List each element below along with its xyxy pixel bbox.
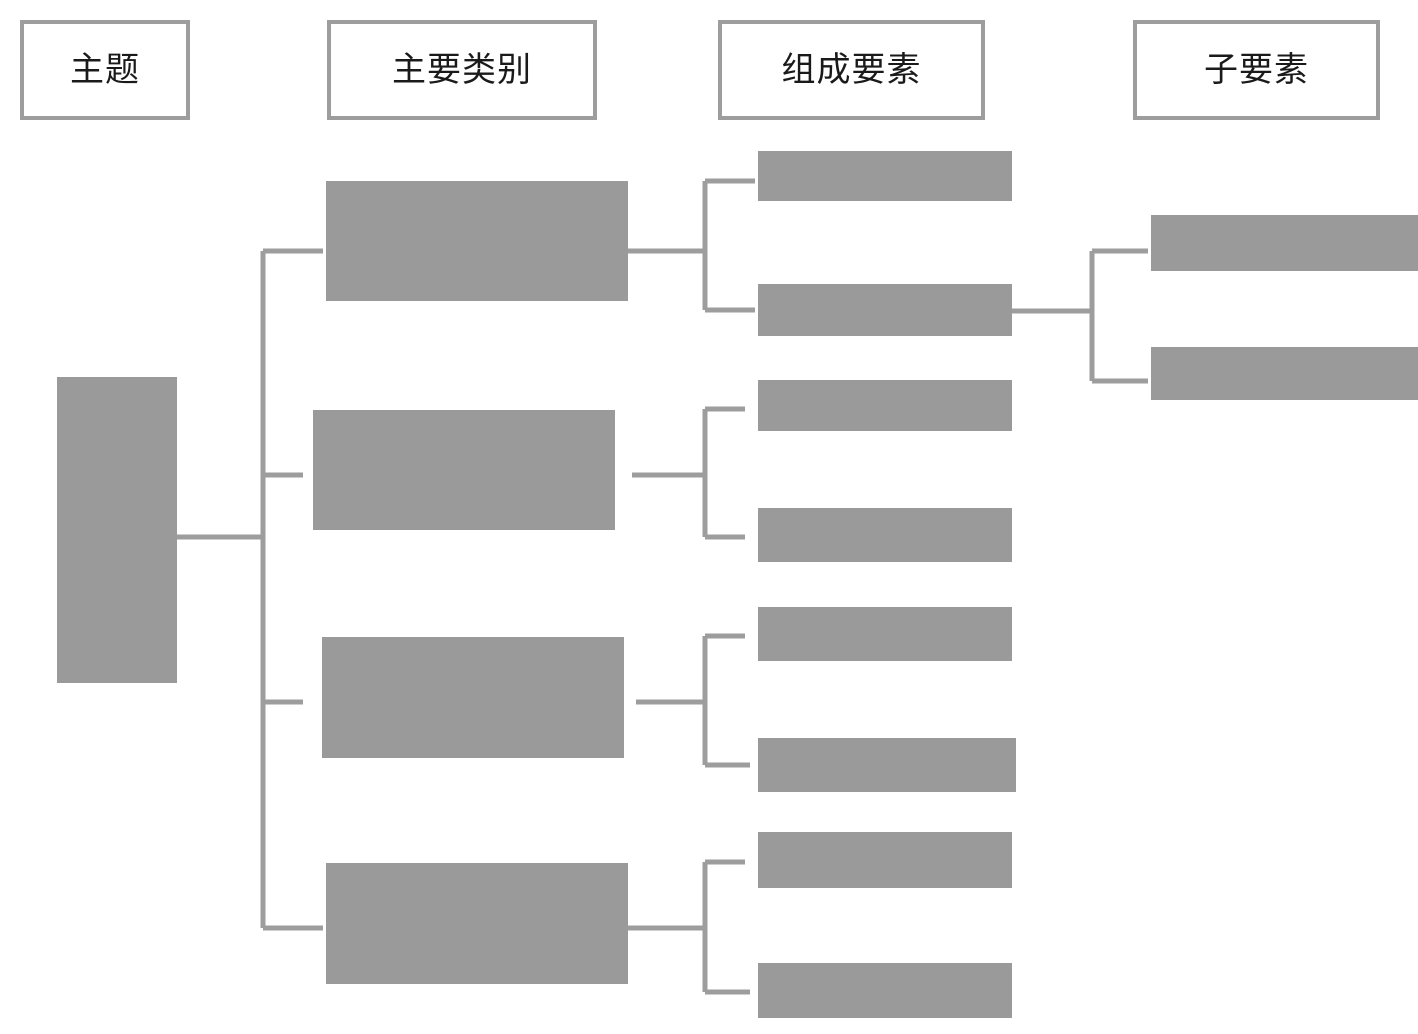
- node-element-1-1[interactable]: [758, 151, 1012, 201]
- column-header-category[interactable]: 主要类别: [327, 20, 597, 120]
- node-category-4[interactable]: [326, 863, 628, 984]
- column-header-theme-label: 主题: [70, 50, 140, 90]
- node-element-3-1[interactable]: [758, 607, 1012, 661]
- node-root-theme[interactable]: [57, 377, 177, 683]
- node-element-3-2[interactable]: [758, 738, 1016, 792]
- node-category-2[interactable]: [313, 410, 615, 530]
- column-header-theme[interactable]: 主题: [20, 20, 190, 120]
- node-category-3[interactable]: [322, 637, 624, 758]
- column-header-subelement[interactable]: 子要素: [1133, 20, 1380, 120]
- node-element-4-1[interactable]: [758, 832, 1012, 888]
- node-category-1[interactable]: [326, 181, 628, 301]
- column-header-category-label: 主要类别: [392, 50, 532, 90]
- column-header-element-label: 组成要素: [781, 50, 922, 90]
- node-element-4-2[interactable]: [758, 963, 1012, 1018]
- node-subelement-1[interactable]: [1151, 215, 1418, 271]
- node-element-2-1[interactable]: [758, 380, 1012, 431]
- node-element-2-2[interactable]: [758, 508, 1012, 562]
- column-header-element[interactable]: 组成要素: [718, 20, 985, 120]
- column-header-subelement-label: 子要素: [1204, 50, 1309, 90]
- node-element-1-2[interactable]: [758, 284, 1012, 336]
- node-subelement-2[interactable]: [1151, 347, 1418, 400]
